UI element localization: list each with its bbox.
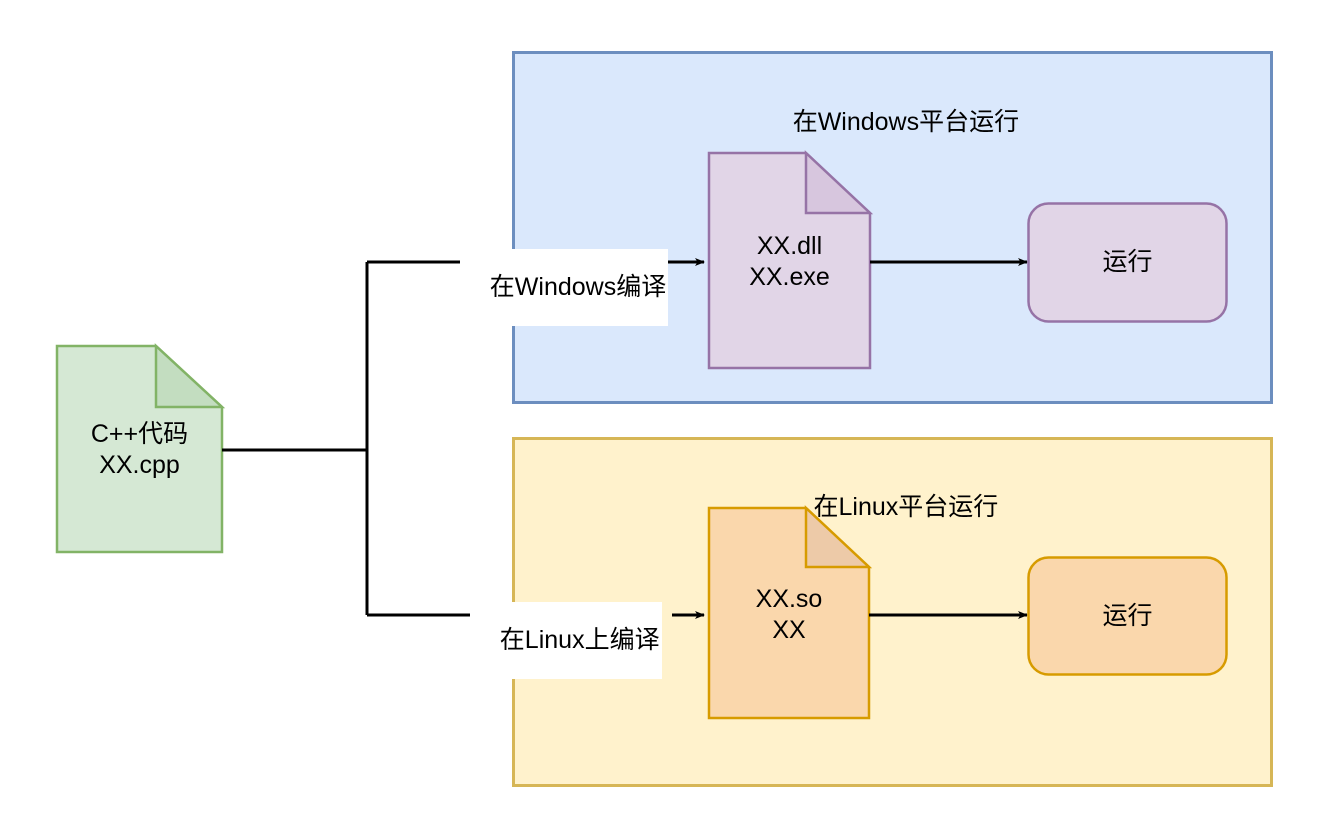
linux-artifact-label: XX.so XX (709, 570, 869, 660)
linux-artifact-line-1: XX.so (755, 585, 823, 613)
windows-artifact-line-2: XX.exe (749, 263, 830, 291)
cpp-source-document-label: C++代码 XX.cpp (57, 405, 222, 495)
linux-platform-title-text: 在Linux平台运行 (813, 493, 999, 521)
linux-compile-edge-label-text: 在Linux上编译 (499, 626, 660, 654)
linux-run-label: 运行 (1028, 557, 1227, 675)
branch-connector (222, 260, 470, 617)
windows-artifact-label: XX.dll XX.exe (709, 217, 870, 307)
windows-run-label-text: 运行 (1102, 248, 1153, 276)
windows-run-label: 运行 (1028, 203, 1227, 322)
windows-compile-edge-label-text: 在Windows编译 (489, 273, 667, 301)
windows-platform-title: 在Windows平台运行 (513, 73, 1271, 167)
linux-run-label-text: 运行 (1102, 601, 1153, 630)
linux-compile-edge-label: 在Linux上编译 (470, 602, 662, 679)
cpp-source-line-1: C++代码 (90, 420, 189, 448)
cpp-source-line-2: XX.cpp (99, 451, 180, 479)
linux-platform-title: 在Linux平台运行 (513, 458, 1271, 552)
windows-compile-edge-label: 在Windows编译 (460, 249, 669, 326)
windows-platform-title-text: 在Windows平台运行 (792, 108, 1020, 136)
linux-artifact-line-2: XX (772, 616, 806, 644)
windows-artifact-line-1: XX.dll (756, 232, 823, 260)
